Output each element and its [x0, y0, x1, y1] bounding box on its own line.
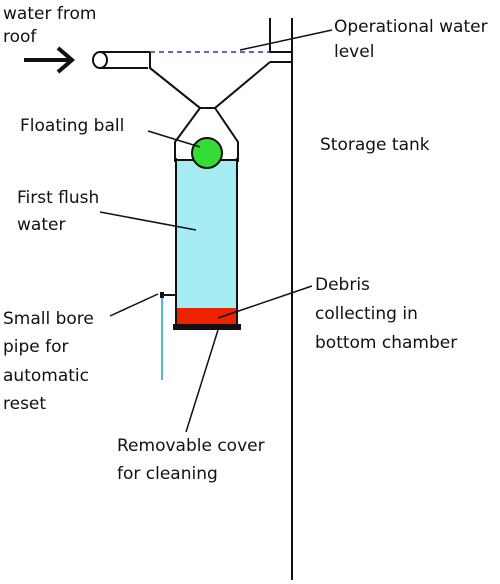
pipe-label-line1: Small bore — [3, 309, 94, 329]
pipe-label-line4: reset — [3, 394, 46, 414]
cover-label-line1: Removable cover — [117, 436, 265, 456]
leader-debris — [217, 285, 313, 319]
tank-wall — [270, 61, 293, 580]
leader-cover — [185, 329, 219, 433]
right-arrow-icon — [24, 46, 76, 74]
flush-label-line2: water — [17, 215, 65, 235]
funnel — [149, 52, 271, 162]
floating-ball — [191, 137, 223, 169]
debris-label-line1: Debris — [315, 275, 370, 295]
leader-ball — [147, 130, 201, 148]
inlet-label-line1: water from — [3, 4, 96, 24]
cover-label-line2: for cleaning — [117, 464, 218, 484]
ball-label: Floating ball — [20, 116, 124, 136]
funnel-right-wall — [213, 61, 271, 162]
removable-cover — [173, 324, 241, 330]
debris-label-line3: bottom chamber — [315, 333, 457, 353]
storage-tank — [269, 18, 293, 580]
reset-pipe — [160, 292, 176, 380]
flush-label-line1: First flush — [17, 188, 99, 208]
pipe-label-line2: pipe for — [3, 337, 69, 357]
reset-pipe-tip — [160, 292, 164, 298]
first-flush-water — [177, 160, 236, 310]
inlet-label-line2: roof — [3, 27, 37, 47]
leader-lines — [99, 29, 333, 433]
debris-label-line2: collecting in — [315, 304, 418, 324]
level-label-line1: Operational water — [334, 17, 488, 37]
pipe-label-line3: automatic — [3, 366, 89, 386]
tank-label: Storage tank — [320, 135, 430, 155]
leader-pipe — [109, 293, 159, 317]
tank-wall-left-upper — [269, 18, 293, 53]
debris-layer — [177, 308, 236, 328]
level-label-line2: level — [334, 42, 374, 62]
inlet-pipe-opening — [92, 51, 108, 69]
funnel-left-wall — [149, 52, 202, 162]
leader-flush — [99, 211, 197, 231]
leader-level — [239, 29, 333, 51]
inlet-pipe — [92, 51, 150, 69]
funnel-top-join — [149, 67, 201, 109]
